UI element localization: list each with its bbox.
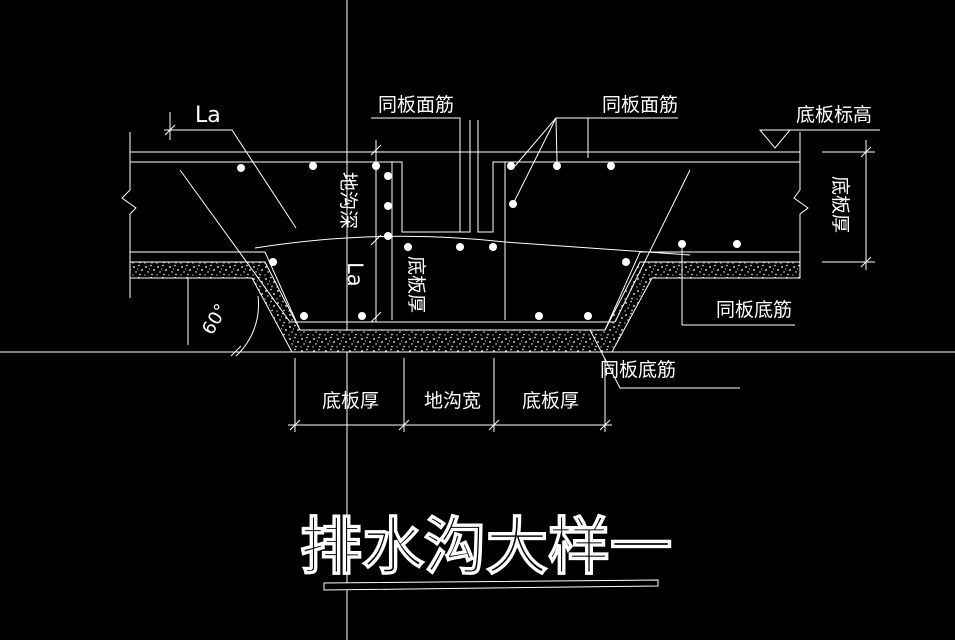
- label-slab-elevation: 底板标高: [796, 104, 872, 126]
- leader-lines: [164, 117, 880, 389]
- label-slab-thickness-right: 底板厚: [829, 176, 851, 233]
- label-angle: 60°: [198, 300, 232, 338]
- rebar-dots: [237, 162, 741, 320]
- label-bottom-bar-lower: 同板底筋: [600, 359, 676, 381]
- drawing-title-block: 排水沟大样一: [299, 509, 673, 591]
- label-trench-depth: 地沟深: [337, 172, 359, 229]
- drawing-title: 排水沟大样一: [300, 510, 672, 583]
- label-bottom-bar-right: 同板底筋: [716, 299, 792, 321]
- label-trench-slab-thickness: 底板厚: [405, 256, 427, 313]
- label-anchor-top: La: [195, 103, 221, 128]
- label-dim-trench-width: 地沟宽: [424, 390, 481, 412]
- label-top-bar-left: 同板面筋: [378, 94, 454, 116]
- gravel-bedding: [129, 261, 801, 353]
- label-anchor-mid: La: [343, 262, 367, 287]
- slab-outline: [121, 120, 809, 345]
- title-underline: [323, 579, 659, 591]
- dimension-lines: [164, 112, 875, 432]
- label-dim-slab-left: 底板厚: [322, 390, 379, 412]
- label-top-bar-right: 同板面筋: [602, 94, 678, 116]
- label-dim-slab-right: 底板厚: [522, 390, 579, 412]
- drawing-labels: 同板面筋 同板面筋 底板标高 La 同板底筋 同板底筋 底板厚 地沟宽 底板厚 …: [195, 94, 872, 412]
